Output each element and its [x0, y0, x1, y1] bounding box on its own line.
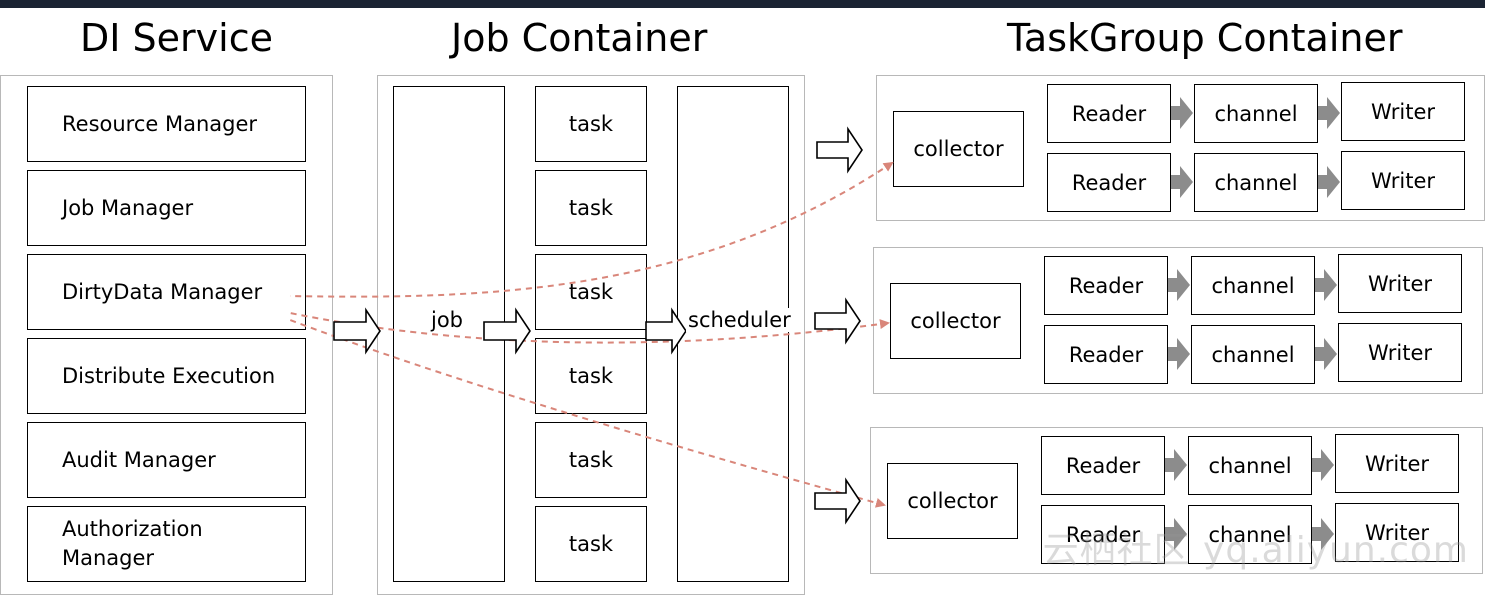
reader-label: Reader	[1071, 101, 1147, 126]
task-box: task	[535, 422, 647, 498]
scheduler-column	[677, 86, 789, 582]
collector-label: collector	[910, 309, 1001, 333]
hollow-arrow-icon	[483, 307, 531, 355]
channel-box: channel	[1194, 84, 1318, 143]
reader-label: Reader	[1068, 273, 1144, 298]
task-box: task	[535, 254, 647, 330]
channel-box: channel	[1194, 153, 1318, 212]
watermark: 云栖社区 yq.aliyun.com	[1042, 530, 1469, 571]
writer-box: Writer	[1338, 323, 1462, 382]
flow-arrow-icon	[1171, 97, 1193, 129]
channel-label: channel	[1211, 273, 1295, 298]
flow-arrow-icon	[1318, 166, 1340, 198]
writer-label: Writer	[1367, 271, 1433, 296]
hollow-arrow-icon	[333, 307, 381, 355]
channel-label: channel	[1211, 342, 1295, 367]
reader-label: Reader	[1068, 342, 1144, 367]
reader-box: Reader	[1044, 256, 1168, 315]
distribute-execution-label: Distribute Execution	[62, 363, 276, 388]
di-service-title: DI Service	[80, 16, 273, 60]
task-label: task	[568, 364, 614, 388]
flow-arrow-icon	[1315, 338, 1337, 370]
scheduler-label: scheduler	[686, 308, 793, 332]
job-manager-box: Job Manager	[27, 170, 306, 246]
writer-label: Writer	[1367, 340, 1433, 365]
distribute-execution-box: Distribute Execution	[27, 338, 306, 414]
hollow-arrow-icon	[645, 307, 687, 355]
reader-label: Reader	[1065, 522, 1141, 547]
dirtydata-manager-box: DirtyData Manager	[27, 254, 306, 330]
channel-label: channel	[1208, 453, 1292, 478]
collector-label: collector	[907, 489, 998, 513]
hollow-arrow-icon	[814, 477, 861, 525]
task-label: task	[568, 532, 614, 556]
writer-box: Writer	[1335, 503, 1459, 562]
hollow-arrow-icon	[814, 297, 861, 345]
job-column	[393, 86, 505, 582]
reader-label: Reader	[1065, 453, 1141, 478]
dirtydata-link-3	[289, 319, 886, 508]
audit-manager-box: Audit Manager	[27, 422, 306, 498]
task-box: task	[535, 170, 647, 246]
flow-arrow-icon	[1165, 449, 1187, 481]
channel-box: channel	[1191, 325, 1315, 384]
channel-box: channel	[1191, 256, 1315, 315]
task-box: task	[535, 506, 647, 582]
channel-box: channel	[1188, 505, 1312, 564]
flow-arrow-icon	[1312, 449, 1334, 481]
task-label: task	[568, 196, 614, 220]
channel-box: channel	[1188, 436, 1312, 495]
reader-box: Reader	[1041, 505, 1165, 564]
collector-box: collector	[890, 283, 1021, 359]
dirtydata-link-1	[289, 161, 894, 298]
task-label: task	[568, 280, 614, 304]
flow-arrow-icon	[1165, 518, 1187, 550]
resource-manager-label: Resource Manager	[62, 111, 258, 136]
flow-arrow-icon	[1168, 338, 1190, 370]
collector-label: collector	[913, 137, 1004, 161]
task-box: task	[535, 86, 647, 162]
job-container-title: Job Container	[451, 16, 708, 60]
reader-box: Reader	[1047, 84, 1171, 143]
dirtydata-manager-label: DirtyData Manager	[62, 279, 263, 304]
channel-label: channel	[1214, 170, 1298, 195]
collector-box: collector	[893, 111, 1024, 187]
task-box: task	[535, 338, 647, 414]
taskgroup-container-title: TaskGroup Container	[1007, 16, 1403, 60]
task-label: task	[568, 448, 614, 472]
job-manager-label: Job Manager	[62, 195, 194, 220]
dirtydata-link-2	[289, 312, 890, 344]
writer-label: Writer	[1364, 451, 1430, 476]
job-label: job	[429, 308, 466, 332]
channel-label: channel	[1208, 522, 1292, 547]
task-label: task	[568, 112, 614, 136]
reader-label: Reader	[1071, 170, 1147, 195]
channel-label: channel	[1214, 101, 1298, 126]
collector-box: collector	[887, 463, 1018, 539]
flow-arrow-icon	[1312, 518, 1334, 550]
flow-arrow-icon	[1315, 269, 1337, 301]
authorization-manager-label: Authorization Manager	[62, 517, 203, 570]
writer-box: Writer	[1341, 151, 1465, 210]
hollow-arrow-icon	[816, 126, 863, 174]
writer-label: Writer	[1370, 99, 1436, 124]
flow-arrow-icon	[1171, 166, 1193, 198]
writer-box: Writer	[1335, 434, 1459, 493]
flow-arrow-icon	[1318, 97, 1340, 129]
writer-label: Writer	[1364, 520, 1430, 545]
top-dark-bar	[0, 0, 1485, 8]
authorization-manager-box: Authorization Manager	[27, 506, 306, 582]
writer-label: Writer	[1370, 168, 1436, 193]
flow-arrow-icon	[1168, 269, 1190, 301]
reader-box: Reader	[1041, 436, 1165, 495]
resource-manager-box: Resource Manager	[27, 86, 306, 162]
reader-box: Reader	[1044, 325, 1168, 384]
audit-manager-label: Audit Manager	[62, 447, 216, 472]
writer-box: Writer	[1338, 254, 1462, 313]
writer-box: Writer	[1341, 82, 1465, 141]
reader-box: Reader	[1047, 153, 1171, 212]
